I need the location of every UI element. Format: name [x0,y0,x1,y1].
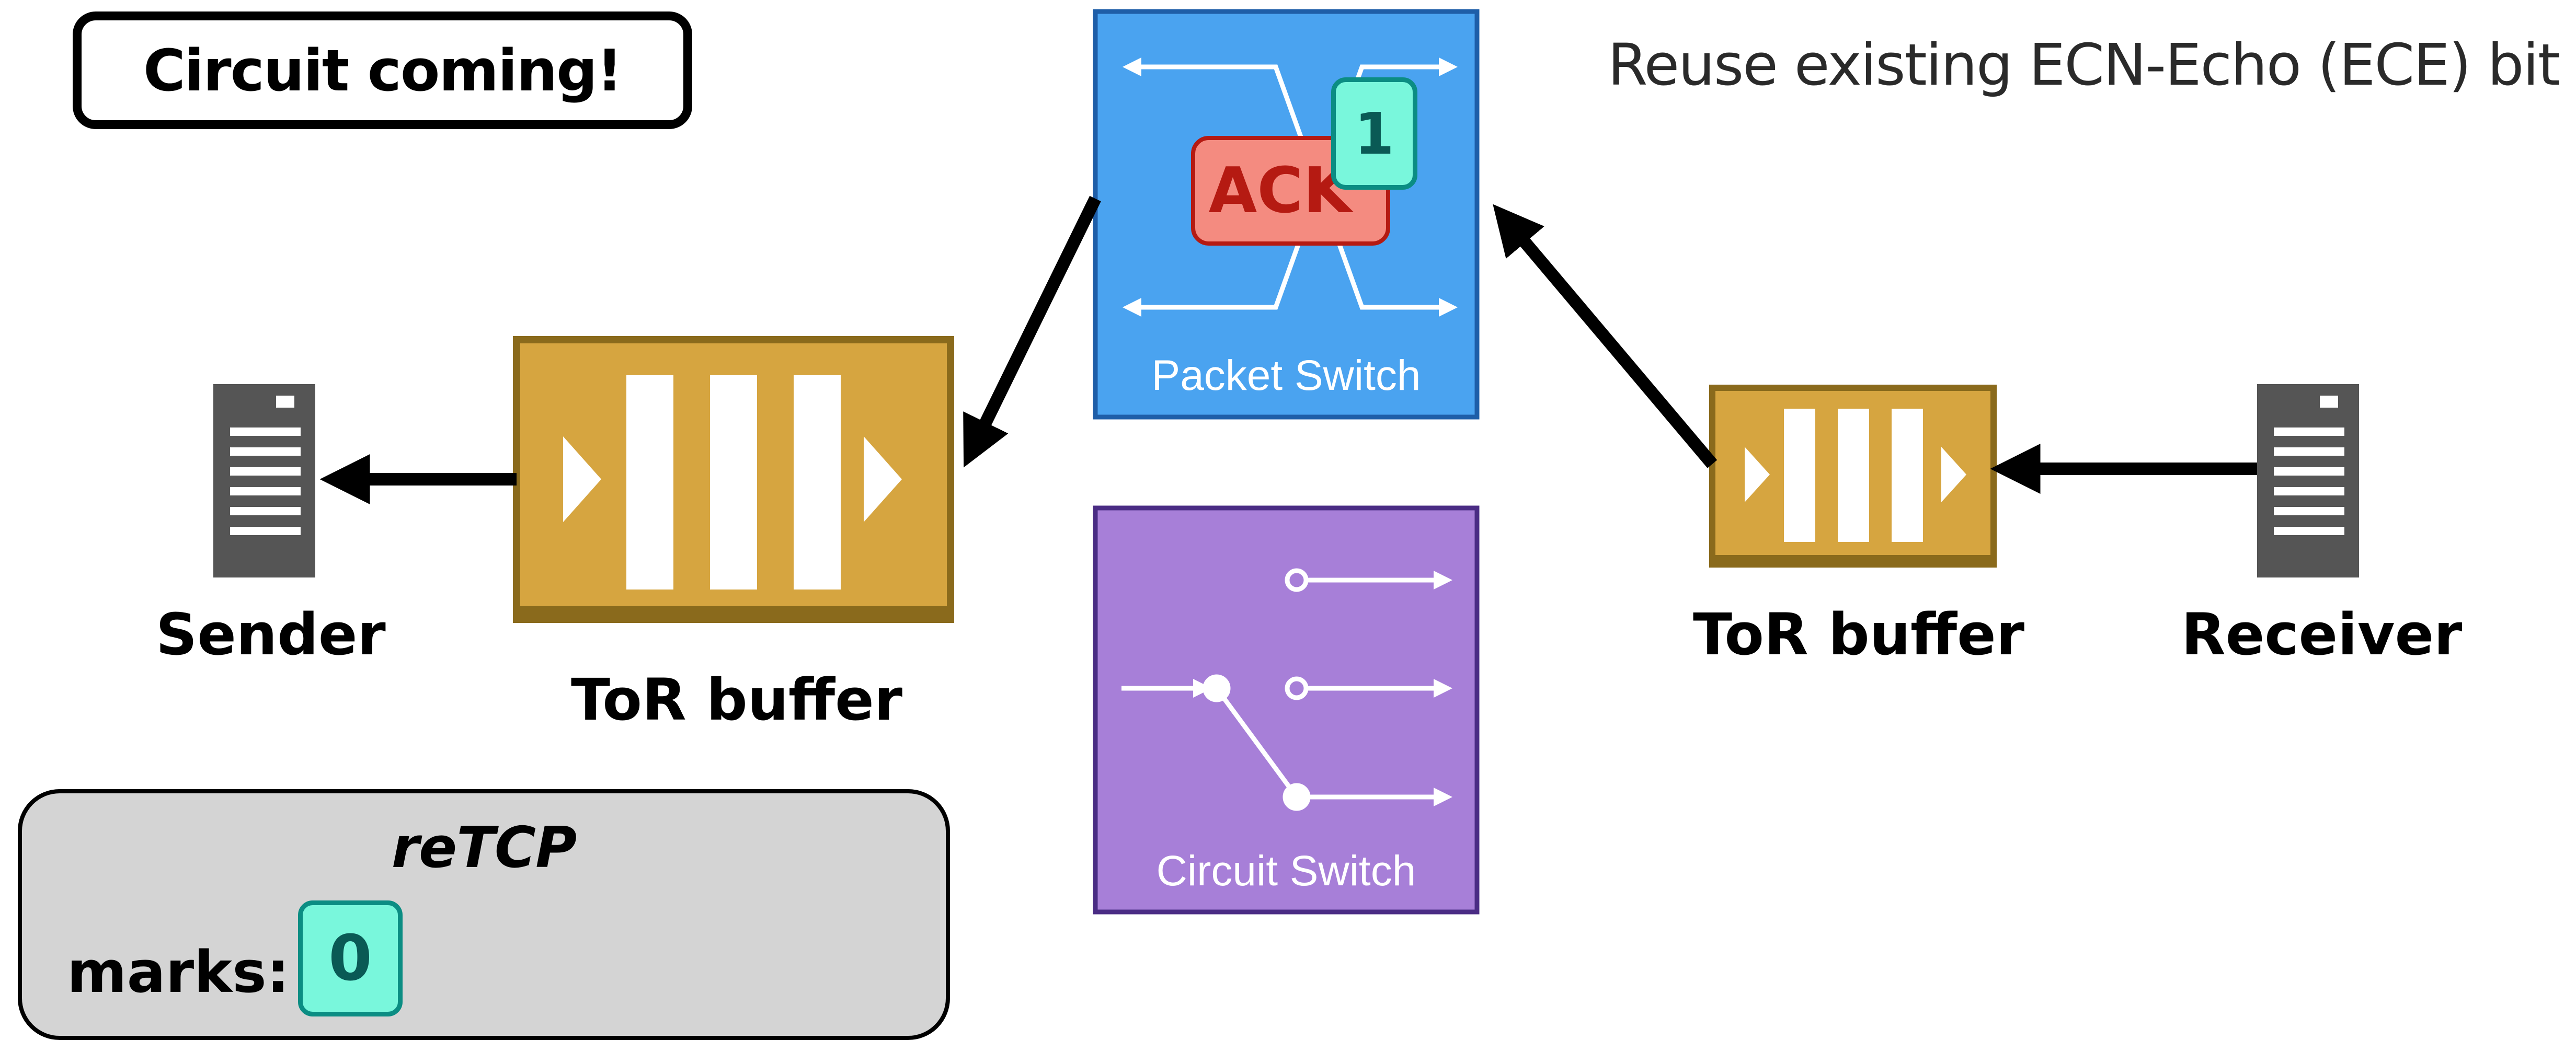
packet-switch-label: Packet Switch [1151,352,1421,399]
tor-buffer-right-label: ToR buffer [1693,601,2025,668]
receiver-label: Receiver [2181,601,2463,668]
arrow-packet-switch-to-tor [963,195,1101,468]
flow-arrows [319,195,2257,504]
tor-buffer-right [1709,385,1997,568]
marks-value: 0 [328,922,372,995]
circuit-switch-label: Circuit Switch [1156,847,1416,895]
sender-label: Sender [156,601,386,668]
callout-text: Circuit coming! [143,37,623,104]
tor-buffer-left [513,336,954,623]
buffer-out-triangle-icon [1941,447,1966,502]
buffer-in-triangle-icon [563,436,601,522]
circuit-coming-callout: Circuit coming! [73,11,692,129]
buffer-in-triangle-icon [1745,447,1770,502]
marks-counter: 0 [298,900,403,1016]
receiver-server-icon [2257,384,2359,577]
retcp-panel: reTCP marks: 0 [18,789,950,1040]
ack-packet: ACK [1191,136,1390,246]
circuit-switch [1093,505,1480,915]
retcp-title: reTCP [391,815,577,881]
ack-label: ACK [1208,154,1352,227]
sender-server-icon [213,384,315,577]
circuit-switch-icon [1121,568,1452,811]
ack-mark-value: 1 [1354,100,1394,167]
arrow-tor-to-packet-switch [1493,204,1718,468]
marks-label: marks: [67,939,290,1006]
tor-buffer-left-label: ToR buffer [571,666,903,733]
buffer-out-triangle-icon [864,436,902,522]
ece-note: Reuse existing ECN-Echo (ECE) bit [1608,31,2560,98]
ack-mark-counter: 1 [1331,77,1417,190]
